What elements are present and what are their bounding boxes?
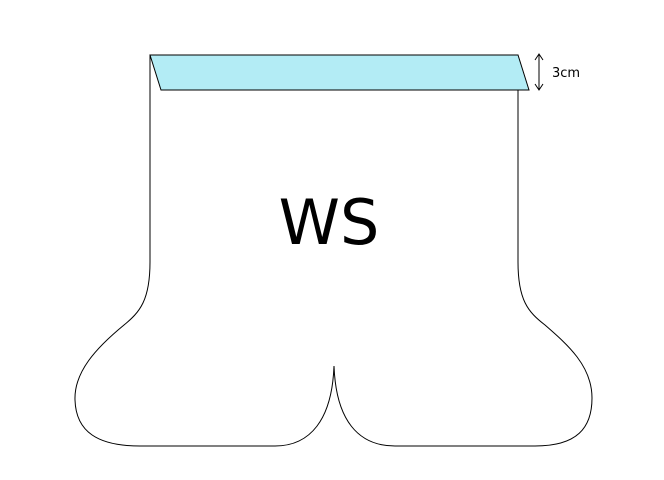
body-label: WS: [279, 186, 380, 259]
waistband-band: [149, 54, 530, 91]
garment-outline: [74, 54, 593, 447]
dimension-arrow: [534, 53, 544, 91]
dimension-label: 3cm: [552, 66, 580, 81]
